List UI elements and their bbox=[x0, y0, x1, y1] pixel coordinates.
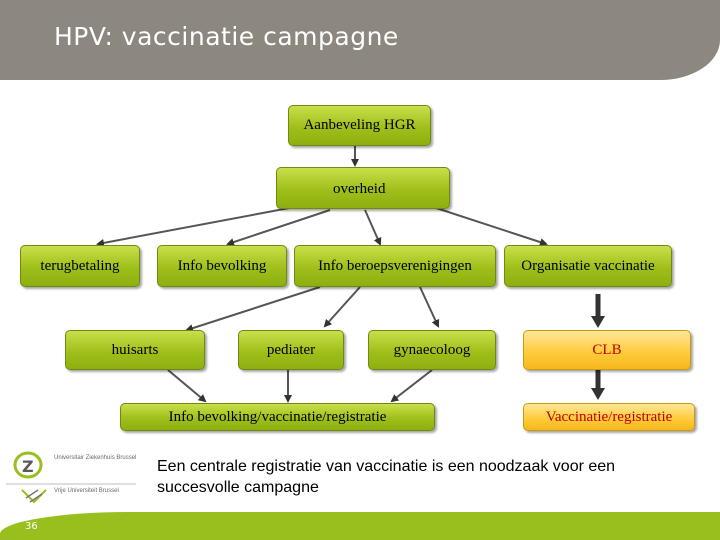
node-info-beroepsverenigingen: Info beroepsverenigingen bbox=[294, 245, 496, 287]
arrow-overheid-organisatie bbox=[429, 205, 548, 246]
logo-text-uz: Universitair Ziekenhuis Brussel bbox=[54, 455, 137, 461]
conclusion-note: Een centrale registratie van vaccinatie … bbox=[157, 458, 616, 496]
node-organisatie-vaccinatie: Organisatie vaccinatie bbox=[504, 245, 672, 287]
node-pediater: pediater bbox=[238, 330, 344, 370]
arrow-gynaecoloog-registratie bbox=[390, 369, 433, 403]
uz-brussel-logo: Z Universitair Ziekenhuis Brussel Vrije … bbox=[6, 446, 142, 508]
arrow-overheid-info-beroeps bbox=[364, 209, 382, 246]
arrow-huisarts-registratie bbox=[167, 369, 207, 403]
node-vaccinatie-registratie: Vaccinatie/registratie bbox=[523, 403, 695, 431]
uz-logo-mark: Z bbox=[6, 451, 136, 504]
arrow-beroeps-huisarts bbox=[185, 286, 321, 332]
header-bar: HPV: vaccinatie campagne bbox=[0, 0, 720, 80]
arrow-overheid-info-bevolking bbox=[226, 209, 331, 246]
node-terugbetaling: terugbetaling bbox=[20, 245, 140, 287]
svg-text:Z: Z bbox=[22, 457, 34, 476]
page-title: HPV: vaccinatie campagne bbox=[54, 22, 399, 51]
footer-bar bbox=[0, 512, 720, 540]
arrow-beroeps-pediater bbox=[323, 286, 361, 328]
arrow-overheid-terugbetaling bbox=[96, 205, 301, 247]
logo-text-vub: Vrije Universiteit Brussel bbox=[54, 488, 119, 494]
node-gynaecoloog: gynaecoloog bbox=[368, 330, 496, 370]
node-overheid: overheid bbox=[276, 167, 450, 209]
arrow-beroeps-gynaecoloog bbox=[419, 286, 440, 328]
node-clb: CLB bbox=[523, 330, 691, 370]
node-info-bevolking: Info bevolking bbox=[157, 245, 287, 287]
node-info-bevolking-vaccinatie-registratie: Info bevolking/vaccinatie/registratie bbox=[120, 403, 435, 431]
node-aanbeveling-hgr: Aanbeveling HGR bbox=[288, 105, 431, 146]
arrowhead-clb-vaccinatie bbox=[591, 388, 605, 400]
node-huisarts: huisarts bbox=[65, 330, 205, 370]
page-number: 36 bbox=[25, 521, 38, 532]
node-overheid-label: overheid bbox=[333, 181, 386, 197]
arrowhead-organisatie-clb bbox=[591, 316, 605, 328]
